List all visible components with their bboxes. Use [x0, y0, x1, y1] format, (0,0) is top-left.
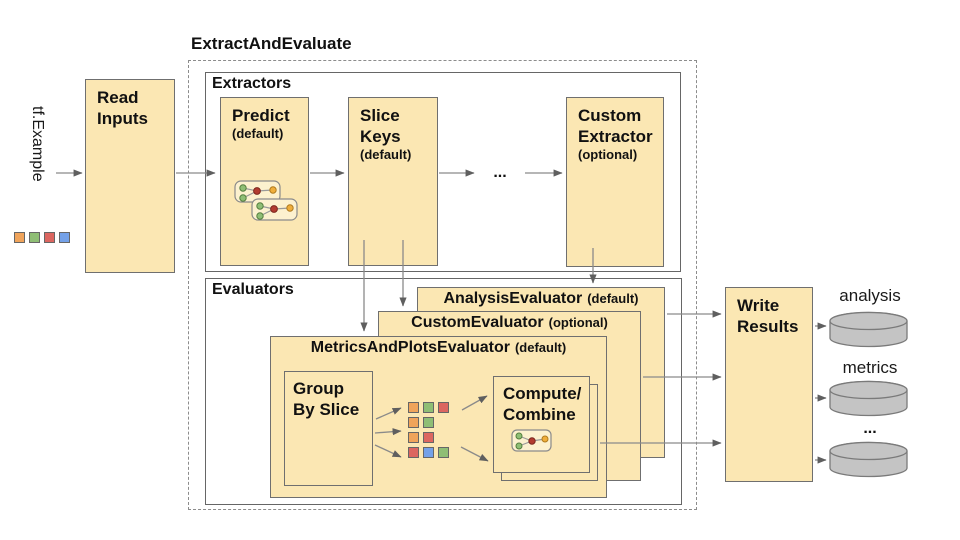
- green-square: [438, 447, 449, 458]
- compute-combine-box: Compute/ Combine: [493, 376, 590, 473]
- read-inputs-label: Read Inputs: [97, 88, 148, 128]
- sliced-examples-grid: [408, 402, 449, 458]
- analysis-output-label: analysis: [839, 286, 901, 305]
- predict-label: Predict (default): [232, 106, 290, 141]
- metrics-database-icon: [829, 380, 908, 417]
- analysis-evaluator-label: AnalysisEvaluator(default): [443, 290, 639, 307]
- evaluators-label: Evaluators: [212, 281, 294, 298]
- diagram-title: ExtractAndEvaluate: [191, 34, 352, 53]
- green-square: [423, 402, 434, 413]
- green-square: [423, 417, 434, 428]
- square-row: [408, 417, 449, 428]
- group-by-slice-box: Group By Slice: [284, 371, 373, 486]
- predict-extractor-box: Predict (default): [220, 97, 309, 266]
- extractors-ellipsis: ...: [493, 164, 507, 181]
- orange-square: [408, 432, 419, 443]
- custom-extractor-label: Custom Extractor (optional): [578, 106, 653, 162]
- metrics-and-plots-evaluator-label: MetricsAndPlotsEvaluator(default): [310, 339, 567, 356]
- orange-square: [14, 232, 25, 243]
- metrics-output-label: metrics: [842, 358, 898, 377]
- red-square: [44, 232, 55, 243]
- red-square: [438, 402, 449, 413]
- square-row: [408, 447, 449, 458]
- orange-square: [408, 402, 419, 413]
- orange-square: [408, 417, 419, 428]
- model-graph-icon: [234, 180, 298, 221]
- slice-keys-label: Slice Keys (default): [360, 106, 412, 162]
- square-row: [408, 402, 449, 413]
- read-inputs-box: Read Inputs: [85, 79, 175, 273]
- write-results-label: Write Results: [737, 296, 799, 336]
- more-database-icon: [829, 441, 908, 478]
- write-results-box: Write Results: [725, 287, 813, 482]
- more-outputs-ellipsis: ...: [863, 420, 877, 437]
- extract-and-evaluate-group: [188, 60, 697, 510]
- extractors-label: Extractors: [212, 75, 292, 92]
- red-square: [408, 447, 419, 458]
- green-square: [29, 232, 40, 243]
- custom-extractor-box: Custom Extractor (optional): [566, 97, 664, 267]
- tf-example-label: tf.Example: [29, 106, 46, 182]
- compute-combine-label: Compute/ Combine: [503, 384, 582, 424]
- custom-evaluator-label: CustomEvaluator(optional): [411, 314, 608, 331]
- slice-keys-extractor-box: Slice Keys (default): [348, 97, 438, 266]
- blue-square: [59, 232, 70, 243]
- square-row: [14, 232, 70, 243]
- red-square: [423, 432, 434, 443]
- blue-square: [423, 447, 434, 458]
- analysis-database-icon: [829, 311, 908, 348]
- input-squares: [14, 232, 70, 243]
- combine-graph-icon: [511, 429, 552, 452]
- group-by-slice-label: Group By Slice: [293, 379, 360, 419]
- square-row: [408, 432, 449, 443]
